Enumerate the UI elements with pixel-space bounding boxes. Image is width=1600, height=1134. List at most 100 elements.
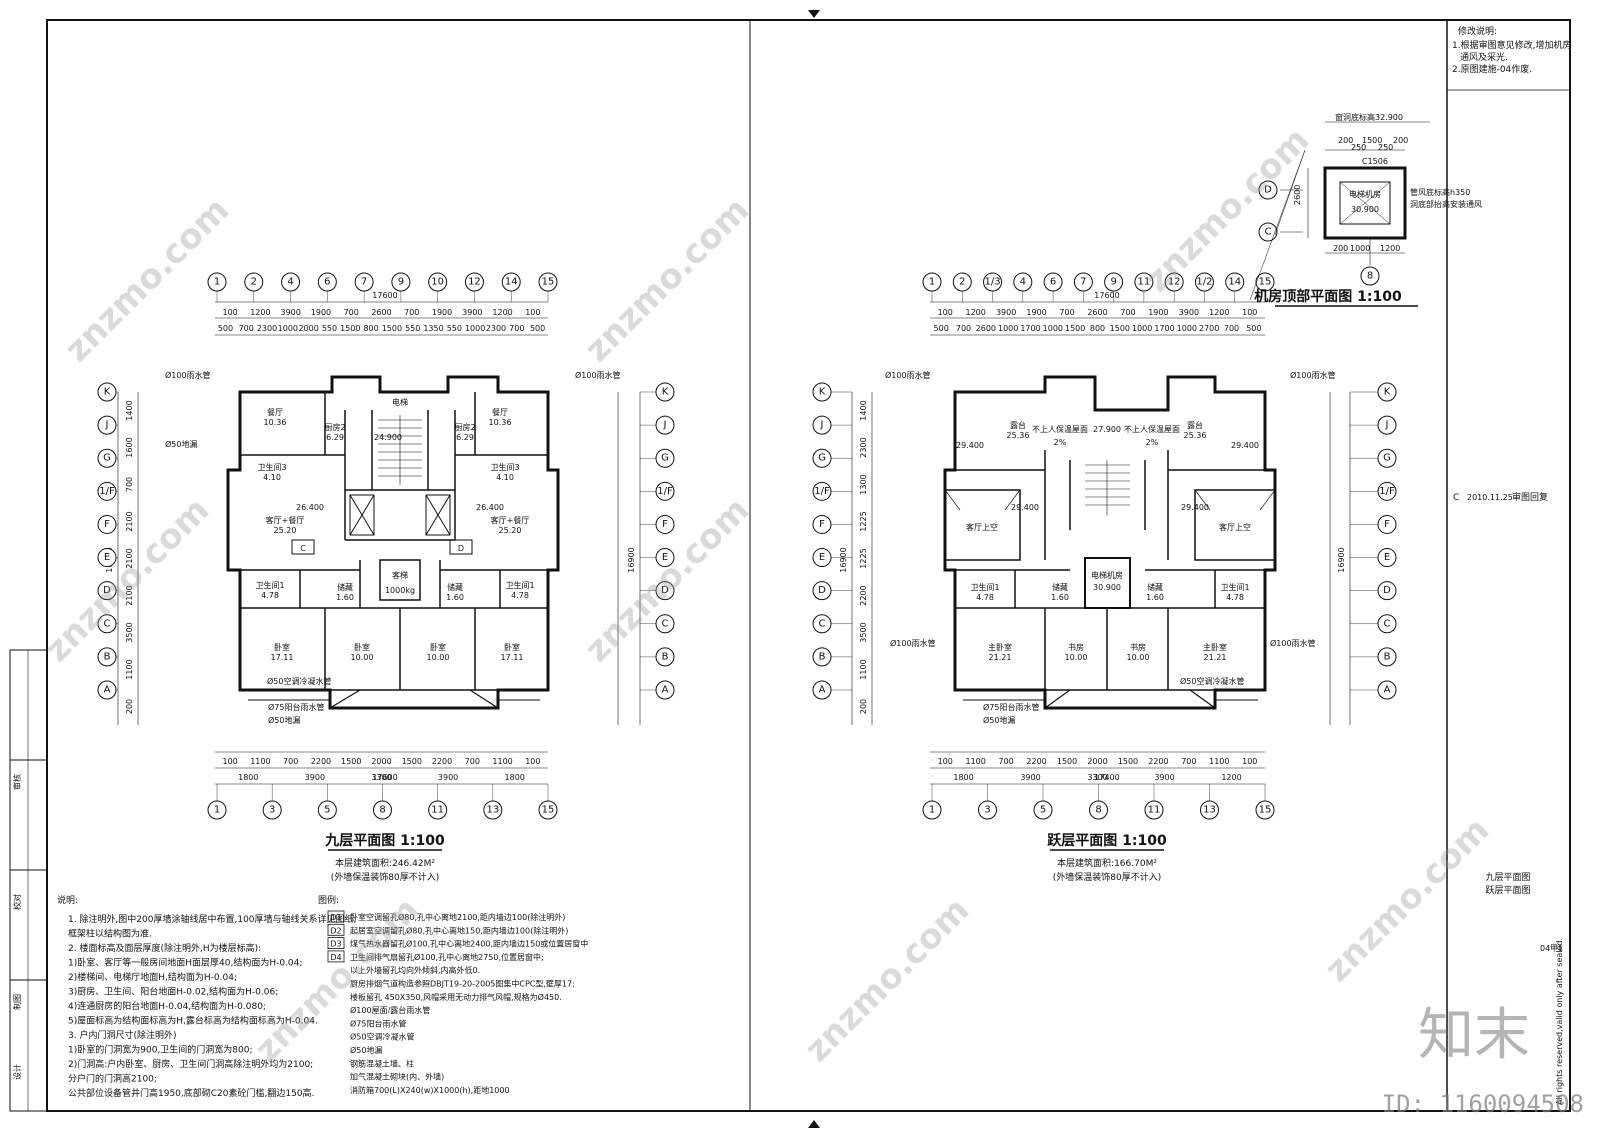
axis-label: F: [104, 519, 110, 530]
room-labels: 露台 25.36 露台 25.36 不上人保温屋面 2% 不上人保温屋面 2% …: [956, 420, 1259, 662]
dimension-text: 1000: [1350, 244, 1370, 253]
dimension-text: 700: [465, 757, 480, 766]
legend-tag: D4: [330, 953, 341, 962]
axis-label: 3: [984, 805, 990, 816]
axis-label: 9: [398, 277, 404, 288]
dimension-text: 1600: [125, 437, 134, 457]
legend-tag: D2: [330, 926, 341, 935]
axis-bubble: 15: [538, 784, 558, 820]
axis-label: 1/F: [814, 486, 830, 497]
room-area: 1.60: [336, 593, 354, 602]
dimension-text: 1500: [341, 757, 361, 766]
dimension-text: 700: [125, 477, 134, 492]
axis-bubble: 7: [354, 272, 374, 302]
axis-label: 2: [959, 277, 965, 288]
plan-title: 跃层平面图 1:100: [1047, 833, 1167, 849]
dimension-text: 3300: [1087, 773, 1107, 782]
brand-id: ID: 1160094508: [1381, 1090, 1584, 1118]
dimension-text: 550: [322, 324, 337, 333]
dimension-text: 1900: [1148, 308, 1168, 317]
dimension-text: 1000: [1132, 324, 1152, 333]
legend-item: 以上外墙留孔均向外倾斜,内高外低0.: [350, 965, 480, 975]
dimension-text: 500: [1246, 324, 1261, 333]
room-name: 卧室: [354, 642, 370, 652]
axis-label: K: [104, 387, 111, 398]
dimension-lines: [117, 301, 641, 785]
dimension-text: 2000: [298, 324, 318, 333]
axis-label: 7: [1080, 277, 1086, 288]
axis-label: 14: [505, 277, 518, 288]
dimension-text: 2700: [1199, 324, 1219, 333]
room-area: 25.36: [1184, 431, 1207, 440]
axis-bubble: 10: [428, 272, 448, 302]
dimension-text: 550: [405, 324, 420, 333]
axis-bubble: G: [640, 448, 675, 468]
room-name: 厨房2: [454, 422, 475, 432]
room-name: 主卧室: [988, 642, 1012, 652]
note-line: 分户门的门洞高2100;: [68, 1073, 157, 1085]
axis-label: D: [661, 585, 669, 596]
interior-walls: [955, 450, 1265, 691]
dimension-text: 3900: [462, 308, 482, 317]
dimension-text: 2300: [257, 324, 277, 333]
roof-vent: 管风底标高h350: [1410, 187, 1470, 197]
axis-bubble: C: [640, 614, 675, 634]
dimension-text: 1200: [1209, 308, 1229, 317]
axis-label: 4: [1020, 277, 1026, 288]
revision-notes: 修改说明: 1.根据审图意见修改,增加机房 通风及采光. 2.原图建施-04作废…: [1452, 25, 1571, 503]
axis-label: 5: [1040, 805, 1046, 816]
room-area: 24.900: [374, 433, 402, 442]
room-name: 不上人保温屋面: [1124, 424, 1180, 434]
axis-label: 14: [1228, 277, 1241, 288]
dimension-text: 1100: [859, 659, 868, 679]
dimension-text: 1100: [250, 757, 270, 766]
elevation-mark: 26.400: [476, 503, 504, 512]
axis-bubble: 8: [1360, 266, 1380, 286]
axis-label: F: [819, 519, 825, 530]
room-area: 25.36: [1007, 431, 1030, 440]
elevation-mark: 29.400: [956, 441, 984, 450]
axis-bubble: C: [97, 614, 118, 634]
pipe-notes: Ø100雨水管 Ø100雨水管 Ø50地漏 Ø50空调冷凝水管 Ø75阳台雨水管…: [165, 370, 621, 725]
dimension-text: 700: [1059, 308, 1074, 317]
legend-item: 钢筋混凝土墙、柱: [350, 1058, 414, 1068]
dimension-text: 700: [283, 757, 298, 766]
dimension-text: 3500: [859, 622, 868, 642]
axis-label: A: [662, 685, 669, 696]
axis-bubble: E: [640, 548, 675, 568]
dimension-text: 1500: [402, 757, 422, 766]
room-area: 4.78: [976, 593, 994, 602]
axis-label: 1: [929, 277, 935, 288]
axis-label: 6: [1050, 277, 1056, 288]
axis-bubble: 14: [1225, 272, 1245, 302]
room-area: 21.21: [1204, 653, 1227, 662]
elevation-mark: 26.400: [296, 503, 324, 512]
dimension-text: 700: [239, 324, 254, 333]
axis-bubble: 15: [1255, 784, 1275, 820]
dimension-text: 1000: [998, 324, 1018, 333]
dimension-text: 1100: [125, 659, 134, 679]
title-block-label: 制图: [12, 994, 22, 1010]
room-area: 17.11: [271, 653, 294, 662]
dimension-text: 1000: [465, 324, 485, 333]
axis-label: K: [662, 387, 669, 398]
axis-label: 13: [486, 805, 499, 816]
axis-bubble: 14: [501, 272, 521, 302]
revision-heading: 修改说明:: [1458, 25, 1497, 37]
room-area: 17.11: [501, 653, 524, 662]
room-area: 25.20: [499, 526, 522, 535]
duplex-floor-plan: 露台 25.36 露台 25.36 不上人保温屋面 2% 不上人保温屋面 2% …: [812, 272, 1397, 883]
room-name: 卫生间3: [490, 462, 519, 472]
axis-label: 1/2: [1196, 277, 1212, 288]
dimension-text: 1000: [1043, 324, 1063, 333]
room-area: 4.78: [511, 591, 529, 600]
dimension-text: 3900: [1154, 773, 1174, 782]
dimension-text: 3900: [281, 308, 301, 317]
room-name: 露台: [1187, 420, 1203, 430]
plan-area-note: (外墙保温装饰80厚不计入): [1053, 871, 1161, 883]
axis-bubble: E: [1350, 548, 1397, 568]
dimension-text: 3300: [371, 773, 391, 782]
